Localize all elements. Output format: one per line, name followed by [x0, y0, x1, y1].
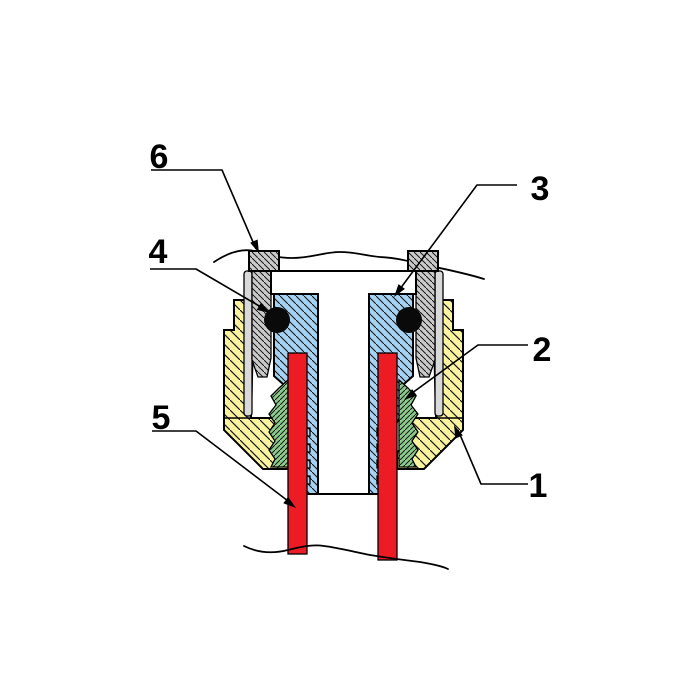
cable-left [287, 352, 308, 555]
arrowhead-1 [454, 425, 463, 439]
bushing-right-outer-strip [434, 270, 444, 417]
leader-6 [151, 169, 257, 250]
cable-right [377, 352, 398, 561]
arrowhead-4 [256, 302, 270, 313]
leader-5 [152, 430, 293, 505]
callout-label-1: 1 [529, 467, 548, 505]
callout-label-3: 3 [531, 170, 550, 208]
callout-leaders [150, 169, 528, 508]
bushing-left-outer-strip [243, 270, 253, 417]
part-oring-black [264, 307, 422, 333]
cable-break-line [243, 544, 449, 570]
callout-label-6: 6 [150, 138, 169, 176]
callout-label-2: 2 [533, 331, 552, 369]
leader-3 [396, 184, 517, 294]
oring-right [396, 307, 422, 333]
callout-label-5: 5 [152, 399, 171, 437]
leader-1 [457, 429, 528, 485]
seal-left [268, 378, 289, 468]
leader-2 [407, 344, 528, 397]
bushing-left-flange [248, 250, 280, 272]
leader-4 [150, 268, 267, 311]
callout-labels: 6 4 5 3 2 1 [149, 138, 552, 505]
seal-right [398, 378, 419, 468]
callout-label-4: 4 [149, 233, 168, 271]
oring-left [264, 307, 290, 333]
part-bushing-gray [243, 250, 444, 417]
arrowhead-5 [283, 496, 296, 508]
arrowhead-2 [404, 389, 417, 400]
part-seal-green [268, 378, 419, 468]
arrowhead-3 [394, 284, 405, 297]
central-bore [270, 270, 417, 495]
arrowhead-6 [250, 239, 259, 253]
bushing-right-flange [407, 250, 439, 272]
